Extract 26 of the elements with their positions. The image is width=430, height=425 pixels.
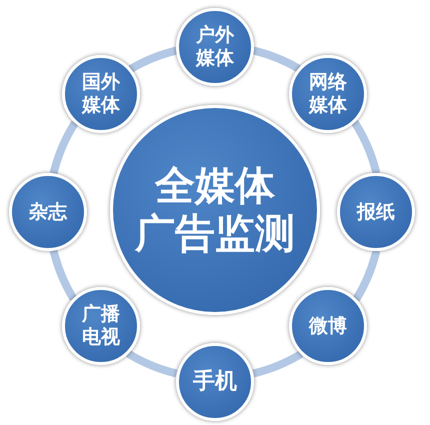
media-circle [289,287,367,365]
media-label: 杂志 [29,200,67,224]
ring-connector [252,350,304,378]
ring-connector [50,120,78,174]
media-label: 广播电视 [80,303,121,349]
media-circle [62,287,140,365]
media-circle [289,55,367,133]
media-circle [176,8,254,86]
ring-connector [126,350,178,378]
media-circle [62,55,140,133]
media-label: 网络媒体 [308,71,348,117]
media-label: 报纸 [357,200,395,224]
ring-connector [50,250,78,301]
media-circle [337,173,415,251]
media-label: 国外媒体 [80,71,121,117]
media-label: 微博 [309,314,347,338]
media-label: 手机 [193,368,237,396]
center-label: 广告监测 [135,210,295,258]
ring-connector [128,46,178,73]
ring-connector [252,46,301,72]
center-label: 全媒体 [155,162,275,210]
media-circle [9,173,87,251]
ring-connector [352,250,380,302]
media-label: 户外媒体 [194,24,235,70]
media-circle [176,343,254,421]
ring-connector [351,120,380,174]
